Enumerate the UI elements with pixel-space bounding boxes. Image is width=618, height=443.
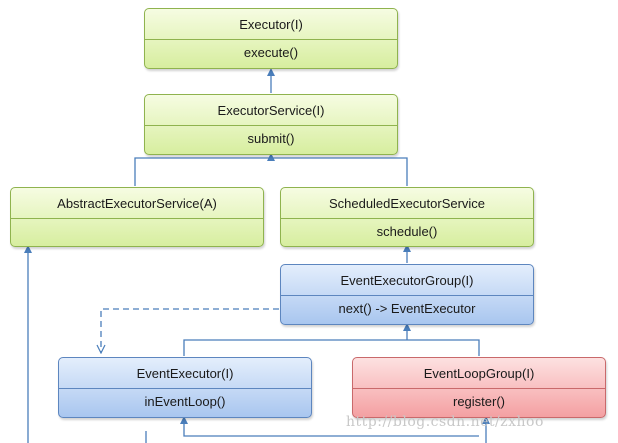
edge-abstract-to-executorservice xyxy=(134,157,272,186)
executorservice-class-name: ExecutorService(I) xyxy=(217,102,325,118)
eventexecutorgroup-class-box: EventExecutorGroup(I) next() -> EventExe… xyxy=(280,264,534,325)
abstractexecutorservice-class-name: AbstractExecutorService(A) xyxy=(57,195,217,211)
eventexecutor-class-name: EventExecutor(I) xyxy=(136,365,234,381)
executorservice-method: submit() xyxy=(145,125,397,151)
edge-eventloopgroup-to-group xyxy=(407,339,480,356)
executor-method: execute() xyxy=(145,39,397,65)
scheduledexecutorservice-class-box: ScheduledExecutorService schedule() xyxy=(280,187,534,247)
edge-eventexecutor-to-group xyxy=(183,339,407,356)
eventloopgroup-class-box: EventLoopGroup(I) register() xyxy=(352,357,606,418)
eventexecutor-method: inEventLoop() xyxy=(59,388,311,414)
eventexecutorgroup-method: next() -> EventExecutor xyxy=(281,295,533,321)
eventloopgroup-class-name: EventLoopGroup(I) xyxy=(423,365,535,381)
scheduledexecutorservice-method: schedule() xyxy=(281,218,533,244)
abstractexecutorservice-method xyxy=(11,218,263,244)
executor-class-name: Executor(I) xyxy=(239,16,303,32)
edge-scheduled-to-executorservice xyxy=(271,157,408,186)
edge-dashed-next-returns-eventexecutor xyxy=(101,308,279,353)
eventexecutor-class-box: EventExecutor(I) inEventLoop() xyxy=(58,357,312,418)
eventexecutorgroup-class-name: EventExecutorGroup(I) xyxy=(340,272,474,288)
edge-eventloop-to-eventexecutor xyxy=(180,416,479,437)
eventloopgroup-method: register() xyxy=(353,388,605,414)
executor-class-box: Executor(I) execute() xyxy=(144,8,398,69)
scheduledexecutorservice-class-name: ScheduledExecutorService xyxy=(328,195,486,211)
watermark-text: http://blog.csdn.net/zxhoo xyxy=(346,414,544,430)
executorservice-class-box: ExecutorService(I) submit() xyxy=(144,94,398,155)
abstractexecutorservice-class-box: AbstractExecutorService(A) xyxy=(10,187,264,247)
